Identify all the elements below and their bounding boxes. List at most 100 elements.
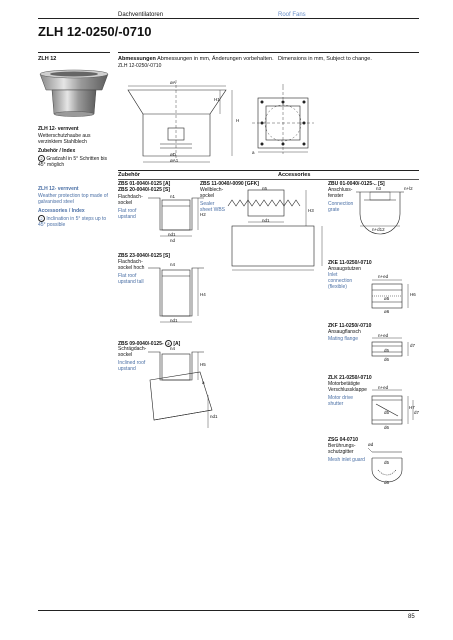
acc2-label-H3: H3 [308, 208, 314, 213]
acc6-label-o6: ø6 [384, 309, 390, 314]
de-accessories-title: Zubehör / Index [38, 148, 76, 154]
accessories-subrule [118, 179, 419, 180]
acc6-label-ed: n+ed [378, 274, 389, 279]
de-accessories-item: 2 Gradzahl in 5° Schritten bis 45° mögli… [38, 155, 108, 168]
acc1-label-nd1: nd1 [168, 232, 176, 237]
acc6-code: ZKE 11-0250/-0710 [328, 260, 372, 266]
acc2-label-nd1: nd1 [262, 218, 270, 223]
acc5-en: Inclined roof upstand [118, 360, 146, 372]
acc8-en: Motor drive shutter [328, 395, 354, 407]
footer-rule [38, 610, 419, 611]
acc5-label-H5: H5 [200, 362, 206, 367]
label-H1: H1 [214, 97, 220, 102]
en-acc-text: Inclination in 5° steps up to 45° possib… [38, 216, 107, 228]
acc6-label-H6: H6 [410, 292, 416, 297]
acc1-code2: ZBS 20-0040/-0125 [S] [118, 187, 170, 193]
acc4-code: ZBS 23-0040/-0125 [S] [118, 253, 170, 259]
dims-de: Abmessungen Abmessungen in mm, Änderunge… [118, 56, 274, 62]
en-description: Weather protection top made of galvanise… [38, 193, 108, 205]
header-category-de: Dachventilatoren [118, 12, 164, 18]
label-oD: øD [170, 152, 176, 157]
dims-model: ZLH 12-0250/-0710 [118, 63, 162, 69]
acc8-label-d5: d5 [384, 410, 390, 415]
acc4-en: Flat roof upstand tall [118, 273, 144, 285]
acc8-label-d7: d7 [414, 410, 420, 415]
acc8-code: ZLK 21-0250/-0710 [328, 375, 372, 381]
left-rule [38, 52, 110, 53]
model-name: ZLH 12 [38, 56, 57, 62]
acc7-label-ed: n+ed [378, 333, 389, 338]
acc8-de: Motorbetätigte Verschlussklappe [328, 381, 367, 393]
page-title: ZLH 12-0250/-0710 [38, 24, 152, 39]
acc2-en: Sealer sheet WBS [200, 201, 226, 213]
acc4-label-n4: n4 [170, 262, 176, 267]
accessories-de: Zubehör [118, 172, 140, 178]
acc7-label-d7: d7 [410, 343, 416, 348]
acc3-de: Anschluss-fenster [328, 187, 353, 199]
acc7-code: ZKF 11-0250/-0710 [328, 323, 372, 329]
acc7-label-d6: d6 [384, 357, 390, 362]
acc3-code: ZBU 01-0040/-0125-.. [S] [328, 181, 385, 187]
dims-en: Dimensions in mm, Subject to change. [278, 56, 372, 62]
acc5-code: ZBS 09-0040/-0125- 2 [A] [118, 340, 181, 347]
en-accessories-title: Accessories / Index [38, 208, 85, 214]
acc6-label-o5: ø5 [384, 296, 390, 301]
header-category-en: Roof Fans [278, 12, 306, 18]
acc1-label-n1: n1 [170, 194, 176, 199]
acc9-en: Mesh inlet guard [328, 457, 365, 463]
acc1-code1: ZBS 01-0040/-0125 [A] [118, 181, 171, 187]
acc9-label-d6: d6 [384, 480, 390, 485]
acc5-label-a: a [202, 380, 205, 385]
acc9-de: Berührungs-schutzgitter [328, 443, 356, 455]
acc6-de: Ansaugstutzen [328, 266, 362, 272]
page-number: 85 [408, 614, 415, 620]
label-H: H [236, 118, 240, 123]
acc4-label-nd1: nd1 [170, 318, 178, 323]
label-oA1: øA1 [170, 158, 179, 163]
acc3-label-l2: n+l2 [404, 186, 413, 191]
de-title: ZLH 12- vernvent [38, 126, 79, 132]
acc6-en: Inlet connection (flexible) [328, 272, 353, 290]
label-oA: øA [170, 80, 176, 85]
acc1-label-nd: nd [170, 238, 176, 243]
acc8-label-ed: n+ed [378, 385, 389, 390]
acc2-code: ZBS 11-0040/-0090 [GFK] [200, 181, 259, 187]
acc9-label-od: ød [368, 442, 374, 447]
acc5-label-nd1: nd1 [210, 414, 218, 419]
main-rule [118, 52, 419, 53]
acc3-label-n3: n3 [376, 186, 382, 191]
acc3-en: Connection grate [328, 201, 354, 213]
de-acc-text: Gradzahl in 5° Schritten bis 45° möglich [38, 156, 108, 168]
acc7-de: Ansaugflansch [328, 329, 361, 335]
acc7-en: Mating flange [328, 336, 359, 342]
label-a: a [252, 150, 255, 155]
acc2-de: Wellblech-sockel [200, 187, 224, 199]
accessories-rule [118, 170, 419, 171]
acc9-code: ZSG 04-0710 [328, 437, 359, 443]
acc1-en: Flat roof upstand [118, 208, 137, 220]
en-accessories-item: 2 Inclination in 5° steps up to 45° poss… [38, 215, 108, 228]
acc4-de: Flachdach-sockel hoch [118, 259, 145, 271]
acc9-label-d5: d5 [384, 460, 390, 465]
acc1-label-H2: H2 [200, 212, 206, 217]
acc7-label-d5: d5 [384, 348, 390, 353]
en-title: ZLH 12- vernvent [38, 186, 79, 192]
acc5-de: Schrägdach-sockel [118, 346, 147, 358]
acc4-label-H4: H4 [200, 292, 206, 297]
acc8-label-H7: H7 [409, 405, 415, 410]
acc2-label-n5: n5 [262, 186, 268, 191]
acc1-de: Flachdach-sockel [118, 194, 143, 206]
acc5-label-n4: n4 [170, 346, 176, 351]
de-description: Wetterschutzhaube aus verzinktem Stahlbl… [38, 133, 91, 145]
acc3-label-d12: n+d12 [372, 227, 385, 232]
header-rule [38, 18, 419, 19]
acc8-label-d6: d6 [384, 425, 390, 430]
accessories-en: Accessories [278, 172, 311, 178]
